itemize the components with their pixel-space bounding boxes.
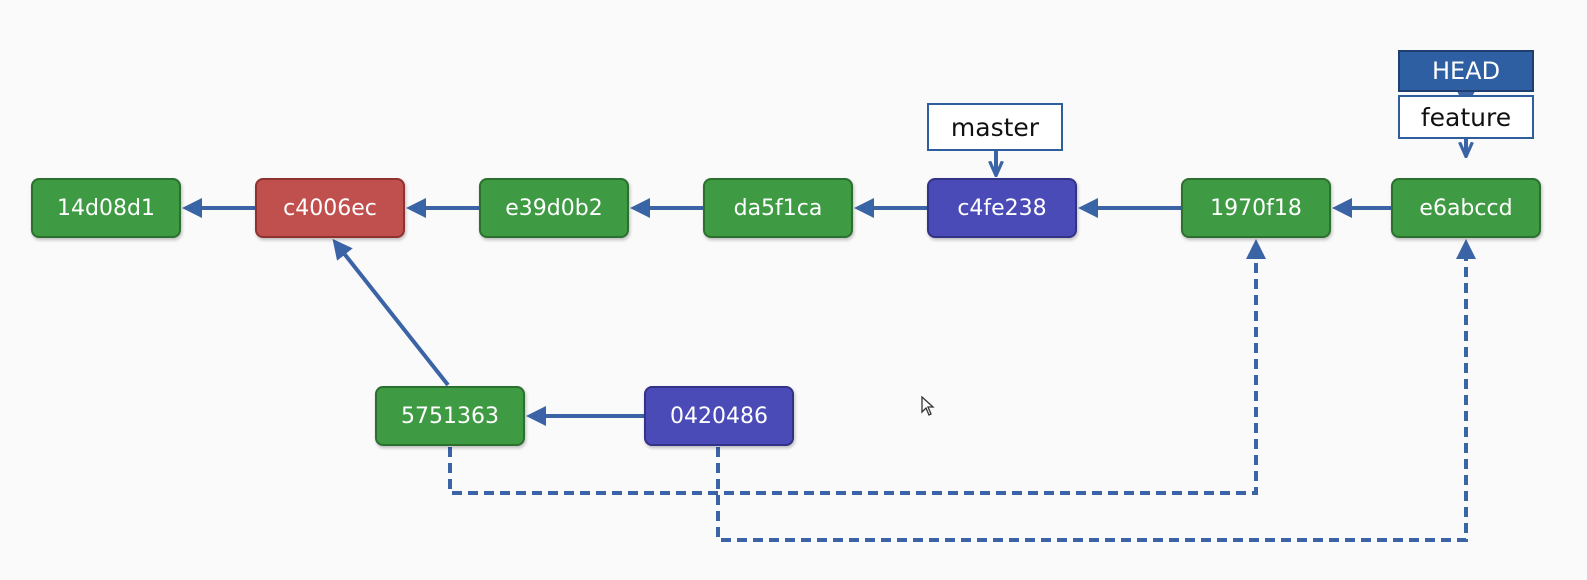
commit-5751363[interactable]: 5751363	[375, 386, 525, 446]
ref-feature[interactable]: feature	[1398, 95, 1534, 139]
commit-14d08d1[interactable]: 14d08d1	[31, 178, 181, 238]
dashed-path-5751363-1970f18	[448, 239, 1266, 495]
commit-e6abccd[interactable]: e6abccd	[1391, 178, 1541, 238]
dashed-path-0420486-e6abccd	[716, 239, 1476, 542]
ref-head[interactable]: HEAD	[1398, 50, 1534, 92]
commit-da5f1ca[interactable]: da5f1ca	[703, 178, 853, 238]
commit-0420486[interactable]: 0420486	[644, 386, 794, 446]
ref-master[interactable]: master	[927, 103, 1063, 151]
commit-1970f18[interactable]: 1970f18	[1181, 178, 1331, 238]
commit-c4fe238[interactable]: c4fe238	[927, 178, 1077, 238]
mouse-cursor-icon	[921, 396, 935, 416]
edge-5751363-c4006ec	[332, 238, 450, 387]
commit-c4006ec[interactable]: c4006ec	[255, 178, 405, 238]
commit-e39d0b2[interactable]: e39d0b2	[479, 178, 629, 238]
